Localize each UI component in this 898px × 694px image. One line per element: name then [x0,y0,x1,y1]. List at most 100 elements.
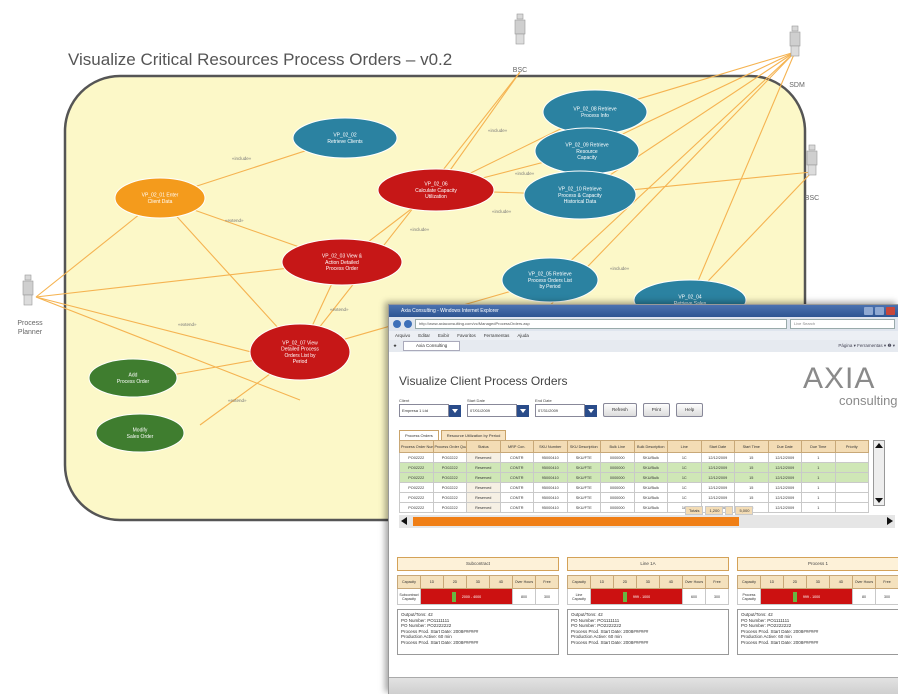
column-header[interactable]: Bulk Line [601,441,635,453]
actor-label: SDM [789,82,805,89]
client-select[interactable]: Empresa 1 Ltd [399,404,449,417]
use-case-label: VP_02_05 Retrieve [528,272,572,278]
table-cell: PO02222 [433,473,467,483]
menu-item[interactable]: Favoritos [457,331,476,340]
horizontal-scrollbar[interactable] [399,515,895,528]
scroll-up-icon[interactable] [875,443,883,448]
totals-value: 1,200 [705,506,723,515]
include-label: «include» [410,227,430,232]
scroll-thumb[interactable] [413,517,739,526]
column-header[interactable]: SKU Number [534,441,568,453]
totals-value: 5,000 [735,506,753,515]
table-cell: CONTR [500,463,534,473]
filter-bar: Client Empresa 1 Ltd Start Date 07/01/20… [399,398,703,417]
table-cell: 1C [668,463,702,473]
panel-title: Subcontract [397,557,559,571]
capacity-bar[interactable]: 999 - 1000 [761,589,853,605]
vertical-scrollbar[interactable] [873,440,885,506]
actor-head-icon [25,275,31,280]
page-content: Visualize Client Process Orders AXIA con… [389,352,898,694]
actor-head-icon [517,14,523,19]
table-cell: PO02222 [400,463,434,473]
back-icon[interactable] [393,320,401,328]
use-case-label: VP_02_08 Retrieve [573,107,617,113]
capacity-bar[interactable]: 2000 - 4000 [421,589,513,605]
use-case-label: by Period [539,284,560,290]
table-cell [835,503,869,513]
close-button[interactable] [886,307,895,315]
column-header: 1D [591,576,614,589]
column-header: 4D [660,576,683,589]
column-header[interactable]: Due Date [768,441,802,453]
column-header: Capacity [738,576,761,589]
column-header[interactable]: MRP Con. [500,441,534,453]
refresh-button[interactable]: Refresh [603,403,637,417]
browser-tab[interactable]: Axia Consulting [403,341,460,351]
column-header: 4D [490,576,513,589]
start-date-select[interactable]: 07/01/2009 [467,404,517,417]
table-cell: 15 [735,463,769,473]
tab-resource-utilization[interactable]: Resource Utilization by Period [441,430,507,440]
column-header[interactable]: Due Time [802,441,836,453]
column-header[interactable]: Priority [835,441,869,453]
table-cell: 12/12/2009 [701,483,735,493]
menu-item[interactable]: Arquivo [395,331,410,340]
table-cell: 1C [668,473,702,483]
capacity-bar[interactable]: 999 - 1000 [591,589,683,605]
table-cell: 0000000 [601,493,635,503]
column-header[interactable]: Bulk Description [634,441,668,453]
column-header[interactable]: Start Date [701,441,735,453]
menu-item[interactable]: Ferramentas [484,331,510,340]
use-case-label: VP_02_02 [333,133,357,139]
capacity-marker [452,592,456,602]
menu-item[interactable]: Ajuda [517,331,529,340]
url-input[interactable]: http://www.axiaconsulting.com/vc/Managed… [415,319,787,329]
help-button[interactable]: Help [676,403,703,417]
orders-grid: Process Order NumberProcess Order Quanti… [399,440,895,513]
scroll-down-icon[interactable] [875,498,883,503]
column-header[interactable]: Process Order Number [400,441,434,453]
column-header[interactable]: Process Order Quantity [433,441,467,453]
capacity-range: 2000 - 4000 [462,594,481,598]
chevron-down-icon[interactable] [449,405,461,417]
table-cell: 1 [802,473,836,483]
use-case-label: Retrieve Clients [327,139,363,145]
end-date-select[interactable]: 07/31/2009 [535,404,585,417]
maximize-button[interactable] [875,307,884,315]
search-input[interactable]: Live Search [790,319,895,329]
print-button[interactable]: Print [643,403,670,417]
table-cell: 95000410 [534,473,568,483]
column-header[interactable]: Line [668,441,702,453]
menu-item[interactable]: Exibir [438,331,449,340]
table-cell: 1C [668,453,702,463]
chevron-down-icon[interactable] [517,405,529,417]
column-header[interactable]: Status [467,441,501,453]
table-cell: 0000000 [601,503,635,513]
minimize-button[interactable] [864,307,873,315]
totals-row: Totals 1,200 5,000 [685,506,755,515]
tab-process-orders[interactable]: Process Orders [399,430,439,440]
command-bar[interactable]: Página ▾ Ferramentas ▾ ❷ ▾ [838,343,895,349]
status-bar [389,677,898,694]
table-cell: SKU/Bulk [634,453,668,463]
use-case-label: VP_02_07 View [282,341,318,347]
actor-legs-icon [791,46,799,56]
forward-icon[interactable] [404,320,412,328]
tab-strip: Process Orders Resource Utilization by P… [399,430,508,440]
chevron-down-icon[interactable] [585,405,597,417]
scroll-left-icon[interactable] [401,517,407,525]
star-icon[interactable]: ★ [393,343,397,349]
scroll-right-icon[interactable] [887,517,893,525]
column-header[interactable]: Start Time [735,441,769,453]
column-header[interactable]: SKU Description [567,441,601,453]
table-cell: CONTR [500,483,534,493]
capacity-marker [793,592,797,602]
menu-item[interactable]: Editar [418,331,430,340]
